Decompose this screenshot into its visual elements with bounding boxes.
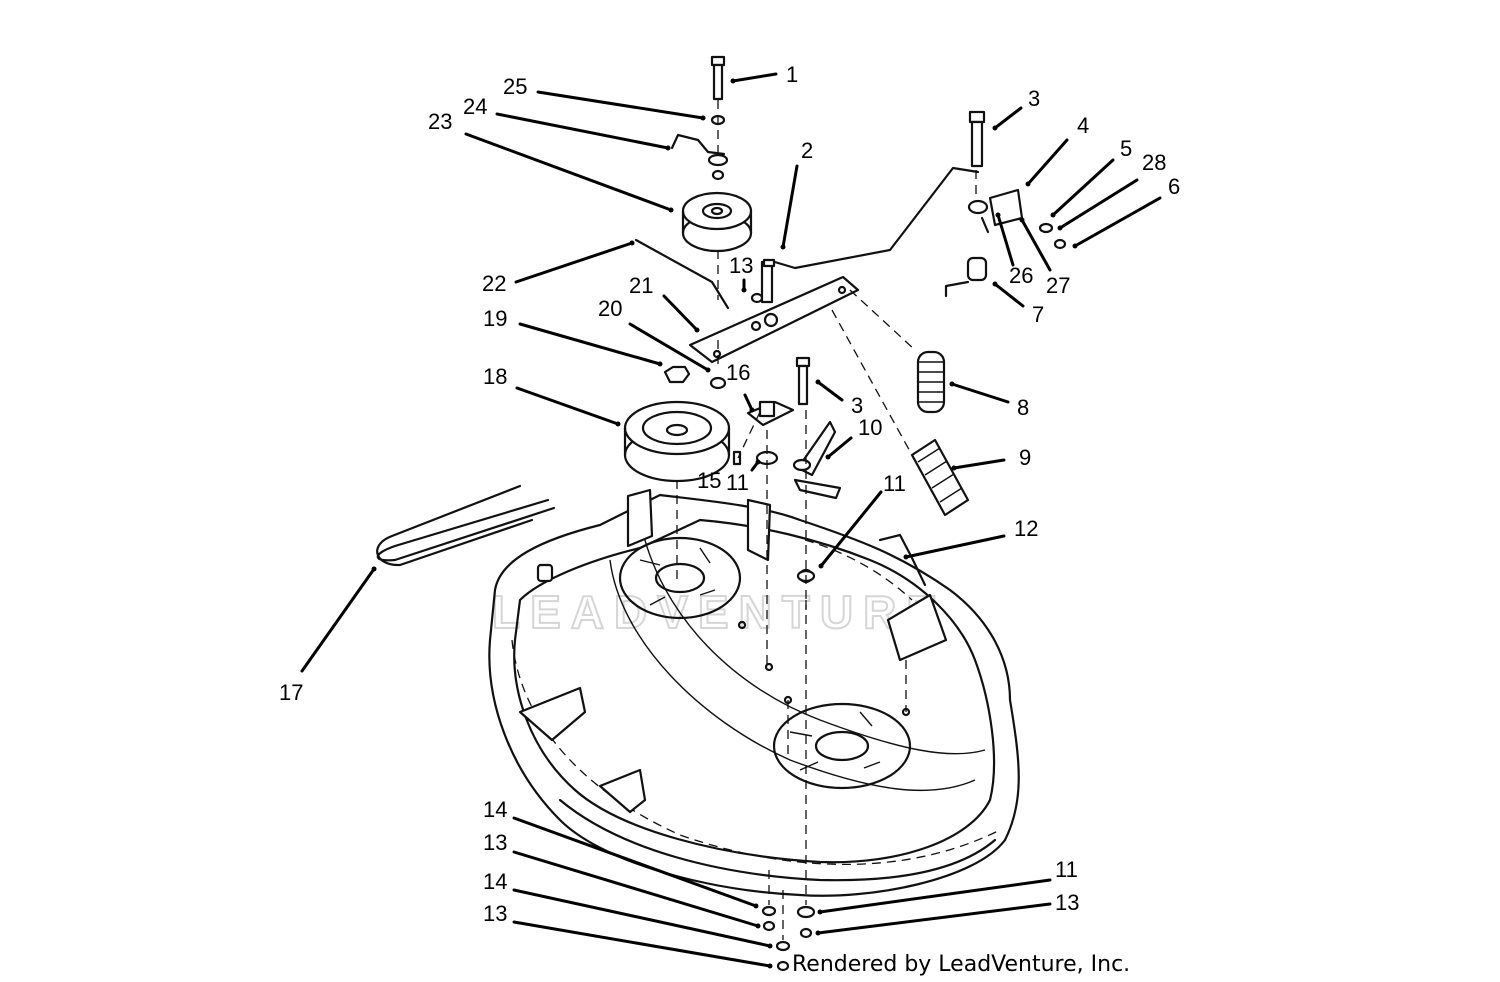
callout-20: 20 [598,296,622,321]
idler-rod [634,238,730,310]
callout-7: 7 [1032,302,1044,327]
spindle-plate-right [772,702,912,790]
callout-19: 19 [483,306,507,331]
callout-13-a: 13 [483,830,507,855]
deck-hanger [878,533,927,587]
callout-17: 17 [279,680,303,705]
belt-guide [670,133,726,156]
callout-12: 12 [1014,516,1038,541]
watermark: LEADVENTURE [492,586,947,638]
callout-9: 9 [1019,445,1031,470]
callout-27: 27 [1046,273,1070,298]
callout-3-top: 3 [1028,86,1040,111]
idler-arm [792,420,842,500]
callout-13-bottom: 13 [1055,890,1079,915]
callout-13-top: 13 [729,253,753,278]
callout-18: 18 [483,364,507,389]
callout-11-bottom: 11 [1055,857,1078,882]
idler-pulley [681,191,753,253]
bolt-3-lower [795,356,811,406]
callouts: 1 2 3 4 5 28 6 25 24 23 22 13 21 20 19 1… [279,62,1180,926]
leader-lines [300,72,1162,969]
callout-6: 6 [1168,174,1180,199]
assembly-axes [676,100,977,940]
callout-5: 5 [1120,136,1132,161]
callout-8: 8 [1017,395,1029,420]
mower-deck [488,488,1020,897]
callout-28: 28 [1142,150,1166,175]
callout-13-b: 13 [483,901,507,926]
credit-text: Rendered by LeadVenture, Inc. [792,952,1130,977]
callout-14-b: 14 [483,869,507,894]
callout-11-right: 11 [883,471,906,496]
bolt-3-upper [968,110,986,168]
callout-4: 4 [1077,113,1089,138]
drive-belt [376,484,556,567]
spindle-pulley [623,365,731,483]
callout-21: 21 [629,273,653,298]
callout-3-mid: 3 [851,393,863,418]
callout-2: 2 [801,138,813,163]
callout-25: 25 [503,74,527,99]
spring-8 [916,350,946,414]
callout-15: 15 [697,468,721,493]
callout-24: 24 [463,94,487,119]
callout-16: 16 [726,360,750,385]
callout-1: 1 [786,62,798,87]
bolt-13-upper [762,258,776,268]
bolt-1 [710,55,726,101]
callout-14-a: 14 [483,797,507,822]
idler-bracket [688,166,980,364]
callout-23: 23 [428,109,452,134]
spindle-plate-left [618,536,742,620]
callout-11-mid: 11 [726,470,749,495]
callout-10: 10 [858,415,882,440]
spindle-bracket [732,400,795,466]
callout-26: 26 [1009,263,1033,288]
callout-22: 22 [482,271,506,296]
spring-9 [910,438,970,517]
